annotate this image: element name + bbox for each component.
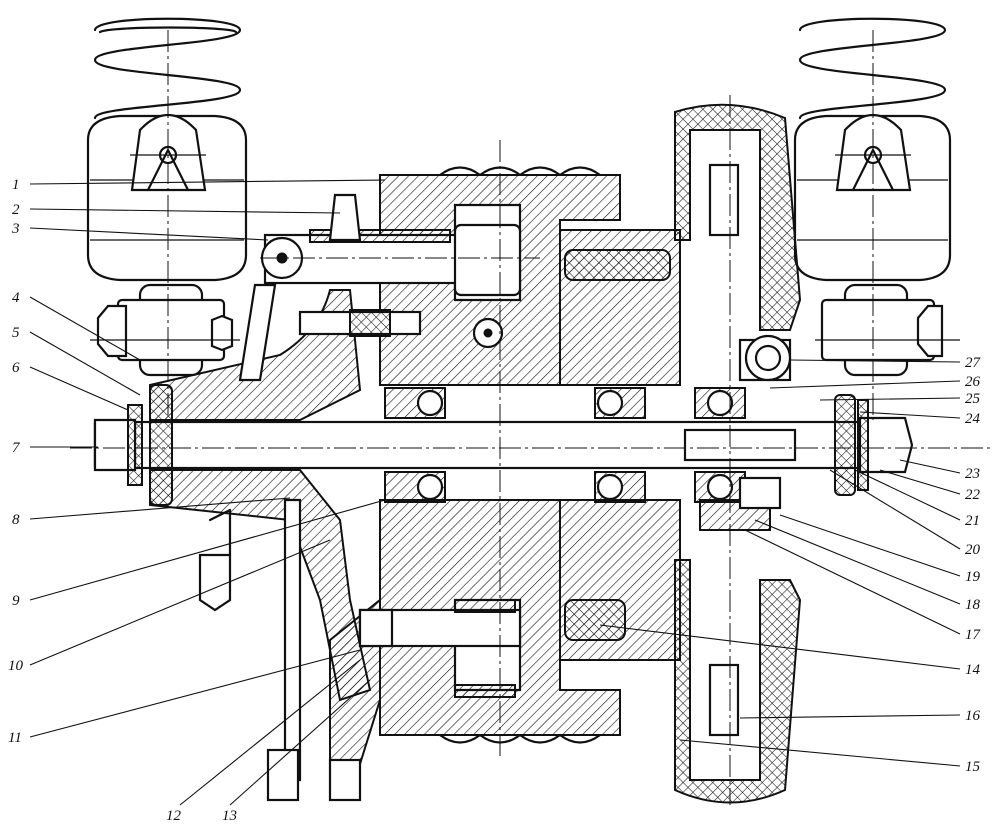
callout-26: 26 bbox=[965, 374, 981, 390]
callout-27: 27 bbox=[965, 355, 982, 371]
callout-1: 1 bbox=[12, 177, 20, 193]
axle-shaft bbox=[93, 416, 914, 474]
callout-10: 10 bbox=[8, 658, 24, 674]
callout-20: 20 bbox=[965, 542, 981, 558]
left-clamp bbox=[198, 508, 362, 802]
wheel-drum bbox=[559, 103, 802, 804]
left-coil-spring bbox=[93, 17, 242, 120]
callout-3: 3 bbox=[11, 221, 20, 237]
callout-15: 15 bbox=[965, 759, 981, 775]
right-damper-mount bbox=[815, 283, 960, 377]
callout-5: 5 bbox=[12, 325, 20, 341]
callout-11: 11 bbox=[8, 730, 22, 746]
center-axes bbox=[70, 30, 990, 805]
callout-7: 7 bbox=[12, 440, 21, 456]
callout-13: 13 bbox=[222, 808, 237, 824]
callout-2: 2 bbox=[12, 202, 20, 218]
bearings bbox=[384, 387, 746, 503]
right-coil-spring bbox=[798, 17, 947, 120]
seals-and-washers bbox=[127, 384, 869, 506]
callout-25: 25 bbox=[965, 391, 981, 407]
callout-24: 24 bbox=[965, 411, 981, 427]
callout-14: 14 bbox=[965, 662, 981, 678]
brake-cam-lower bbox=[358, 599, 522, 698]
callout-6: 6 bbox=[12, 360, 20, 376]
callout-4: 4 bbox=[12, 290, 20, 306]
callout-16: 16 bbox=[965, 708, 981, 724]
left-damper-body bbox=[86, 114, 248, 282]
callout-19: 19 bbox=[965, 569, 981, 585]
callout-8: 8 bbox=[12, 512, 20, 528]
brake-cam-assembly bbox=[238, 193, 522, 382]
leader-lines bbox=[29, 179, 961, 806]
callout-17: 17 bbox=[965, 627, 982, 643]
callout-9: 9 bbox=[12, 593, 20, 609]
callout-21: 21 bbox=[965, 513, 980, 529]
callout-labels: 1 2 3 4 5 6 7 8 9 10 11 12 13 14 15 16 1… bbox=[8, 177, 982, 824]
callout-23: 23 bbox=[965, 466, 980, 482]
callout-12: 12 bbox=[166, 808, 182, 824]
left-damper-mount bbox=[90, 283, 240, 377]
right-lower-parts bbox=[699, 334, 792, 531]
callout-18: 18 bbox=[965, 597, 981, 613]
callout-22: 22 bbox=[965, 487, 981, 503]
